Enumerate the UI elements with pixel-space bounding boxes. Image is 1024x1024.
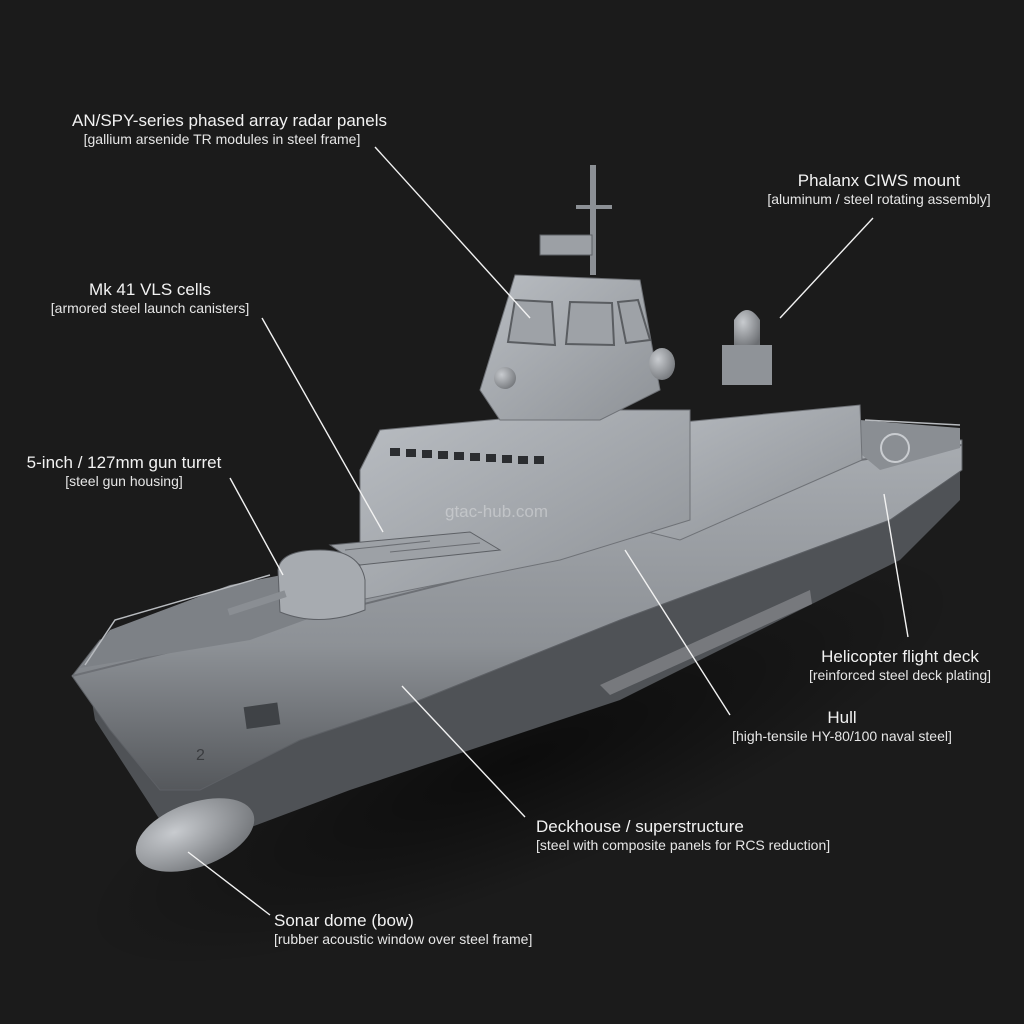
callout-name: Helicopter flight deck bbox=[821, 647, 979, 666]
radar-panel-1 bbox=[506, 298, 557, 347]
anchor-recess bbox=[243, 702, 281, 729]
callout-helicopter-deck: Helicopter flight deck [reinforced steel… bbox=[800, 647, 1000, 683]
gun-turret bbox=[277, 549, 366, 620]
mast bbox=[590, 165, 596, 275]
callout-material: [high-tensile HY-80/100 naval steel] bbox=[732, 727, 952, 744]
bow-railing bbox=[84, 574, 271, 666]
mast-yard bbox=[576, 205, 612, 209]
callout-name: AN/SPY-series phased array radar panels bbox=[72, 111, 387, 130]
bridge-windows bbox=[390, 448, 544, 464]
helideck-marking bbox=[880, 433, 910, 463]
ciws-dome bbox=[734, 310, 760, 345]
callout-ciws: Phalanx CIWS mount [aluminum / steel rot… bbox=[757, 171, 1001, 207]
leader-line-hull bbox=[624, 549, 731, 716]
callout-material: [steel gun housing] bbox=[65, 472, 183, 489]
ciws-base bbox=[722, 345, 772, 385]
callout-vls: Mk 41 VLS cells [armored steel launch ca… bbox=[40, 280, 260, 316]
leader-line-helideck bbox=[883, 493, 909, 638]
sensor-dome-2 bbox=[494, 367, 516, 389]
callout-hull: Hull [high-tensile HY-80/100 naval steel… bbox=[722, 708, 962, 744]
leader-lines bbox=[187, 146, 909, 916]
sensor-dome bbox=[649, 348, 675, 380]
callout-name: 5-inch / 127mm gun turret bbox=[26, 453, 222, 472]
leader-line-vls bbox=[261, 317, 384, 533]
leader-line-ciws bbox=[779, 217, 874, 319]
callout-sonar-dome: Sonar dome (bow) [rubber acoustic window… bbox=[274, 911, 532, 947]
keel-fin bbox=[600, 590, 812, 695]
callout-radar: AN/SPY-series phased array radar panels … bbox=[72, 111, 387, 147]
mast-tower bbox=[479, 274, 661, 421]
callout-material: [gallium arsenide TR modules in steel fr… bbox=[83, 130, 361, 147]
callout-name: Hull bbox=[827, 708, 857, 727]
radar-housing bbox=[539, 234, 593, 256]
callout-material: [aluminum / steel rotating assembly] bbox=[767, 190, 991, 207]
callout-name: Sonar dome (bow) bbox=[274, 911, 414, 930]
callout-gun-turret: 5-inch / 127mm gun turret [steel gun hou… bbox=[18, 453, 230, 489]
callout-deckhouse: Deckhouse / superstructure [steel with c… bbox=[536, 817, 830, 853]
helideck-railing bbox=[864, 419, 961, 426]
callout-material: [steel with composite panels for RCS red… bbox=[536, 836, 831, 853]
leader-line-radar bbox=[374, 146, 531, 319]
callout-material: [rubber acoustic window over steel frame… bbox=[274, 930, 533, 947]
callout-material: [armored steel launch canisters] bbox=[50, 299, 250, 316]
hull-number-mark: 2 bbox=[196, 747, 205, 764]
sonar-dome bbox=[135, 798, 255, 872]
vls-hatch-lines bbox=[344, 540, 481, 553]
leader-line-gun bbox=[229, 477, 284, 576]
callout-material: [reinforced steel deck plating] bbox=[808, 666, 992, 683]
callout-name: Deckhouse / superstructure bbox=[536, 817, 744, 836]
callout-name: Phalanx CIWS mount bbox=[797, 171, 961, 190]
radar-panel-2 bbox=[564, 300, 616, 347]
gun-barrel bbox=[227, 590, 287, 616]
ship-shadow bbox=[81, 551, 959, 969]
leader-line-sonar bbox=[187, 851, 271, 916]
leader-line-deckhouse bbox=[401, 685, 526, 818]
callout-name: Mk 41 VLS cells bbox=[89, 280, 211, 299]
radar-panel-3 bbox=[616, 298, 652, 345]
watermark-text: gtac-hub.com bbox=[445, 502, 548, 521]
